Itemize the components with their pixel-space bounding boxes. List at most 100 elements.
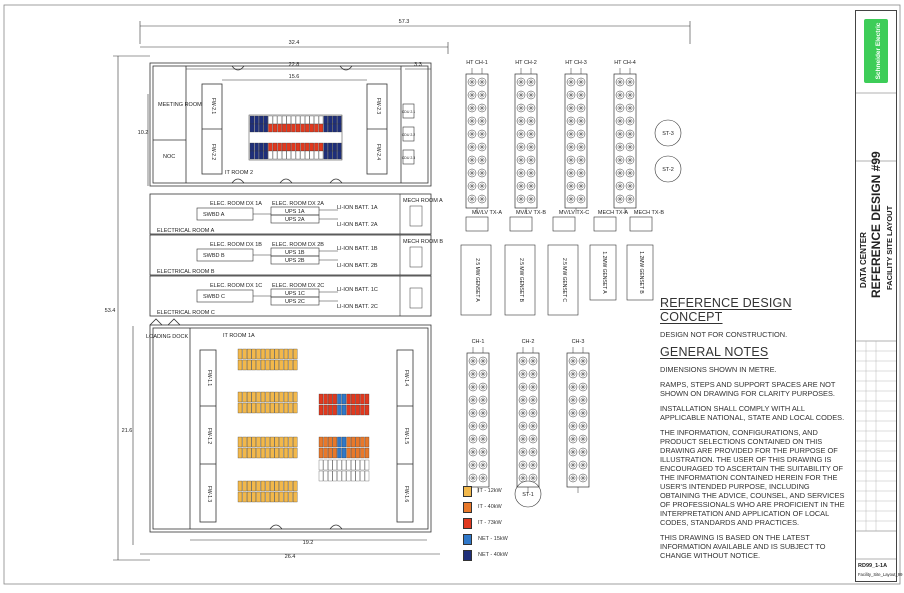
electrical-room	[149, 193, 432, 235]
fan-blade	[479, 118, 485, 124]
rack	[355, 436, 360, 448]
fan-blade	[627, 183, 633, 189]
fan-blade	[578, 157, 584, 163]
legend-label: NET - 40kW	[478, 552, 508, 558]
schneider-logo-icon: Schneider Electric	[864, 19, 888, 83]
rack	[360, 436, 365, 448]
fan-blade	[578, 105, 584, 111]
rack	[279, 348, 284, 360]
rack	[274, 436, 279, 448]
rack	[332, 459, 337, 471]
room-noc: NOC	[163, 154, 175, 160]
cdu-label: CDU 2.2	[402, 133, 415, 137]
rack	[291, 142, 296, 152]
rack	[360, 470, 365, 482]
rack	[318, 447, 324, 459]
fan-blade	[480, 371, 486, 377]
rack	[295, 150, 301, 160]
rack	[288, 436, 293, 448]
rack	[337, 142, 342, 152]
rack	[268, 123, 273, 133]
note-item: THIS DRAWING IS BASED ON THE LATEST INFO…	[660, 533, 826, 560]
rack	[288, 402, 293, 414]
rack	[351, 393, 356, 405]
rack	[247, 480, 252, 492]
transformer-label: MECH TX-A	[598, 210, 628, 216]
it1-rack-rows	[237, 348, 370, 503]
fan-blade	[469, 196, 475, 202]
fan-blade	[617, 79, 623, 85]
rack	[305, 115, 310, 125]
rack	[279, 447, 284, 459]
genset-box	[504, 244, 536, 316]
dimension-lines	[113, 21, 691, 561]
fan-blade	[520, 384, 526, 390]
rack	[337, 436, 342, 448]
title-block: Schneider Electric	[855, 10, 897, 582]
rack	[355, 447, 360, 459]
rack	[291, 150, 296, 160]
legend-label: IT - 73kW	[478, 520, 502, 526]
rack	[318, 436, 324, 448]
room-it2: IT ROOM 2	[225, 170, 253, 176]
rack	[274, 348, 279, 360]
fan-blade	[528, 183, 534, 189]
rack	[314, 142, 319, 152]
fan-blade	[568, 196, 574, 202]
chiller-label: CH-1	[472, 339, 485, 345]
rack	[300, 150, 305, 160]
ups-label: UPS 2A	[285, 217, 305, 223]
rack	[332, 115, 337, 125]
dim-it2-outer: 22.8	[289, 62, 300, 68]
fan-wall-label: FW-1.4	[403, 370, 409, 387]
legend-item: NET - 40kW	[463, 547, 533, 563]
rack	[360, 459, 365, 471]
rack	[332, 142, 337, 152]
rack	[283, 447, 289, 459]
cdu-label: CDU 2.3	[402, 156, 415, 160]
rack	[242, 402, 247, 414]
rack	[256, 348, 261, 360]
concept-heading: REFERENCE DESIGN CONCEPT	[660, 296, 792, 324]
rack	[323, 142, 328, 152]
swbd-label: SWBD B	[203, 253, 225, 259]
rack	[328, 447, 333, 459]
fan-blade	[479, 144, 485, 150]
rack	[337, 150, 342, 160]
fan-blade	[518, 118, 524, 124]
fan-blade	[530, 449, 536, 455]
rack	[283, 436, 289, 448]
fan-wall-label: FW-2.3	[375, 98, 381, 115]
rack	[256, 447, 261, 459]
fan-blade	[520, 462, 526, 468]
fan-blade	[469, 157, 475, 163]
fan-blade	[617, 131, 623, 137]
chiller-label: CH-3	[572, 339, 585, 345]
ht-chiller-label: HT CH-3	[565, 60, 587, 66]
rack	[360, 447, 365, 459]
rack	[283, 391, 289, 403]
ht-chiller-label: HT CH-2	[515, 60, 537, 66]
rack	[332, 447, 337, 459]
fan-blade	[580, 410, 586, 416]
fan-blade	[528, 118, 534, 124]
fan-blade	[570, 462, 576, 468]
rack	[293, 348, 298, 360]
fan-blade	[479, 183, 485, 189]
ht-chiller-label: HT CH-1	[466, 60, 488, 66]
rack	[265, 491, 270, 503]
drawing-number: RD99_1-1A	[858, 563, 888, 569]
fan-blade	[530, 371, 536, 377]
rack	[318, 470, 324, 482]
transformer-box	[593, 216, 617, 232]
fan-blade	[469, 170, 475, 176]
fan-blade	[469, 131, 475, 137]
rack	[360, 393, 365, 405]
it1-fan-walls: FW-1.1FW-1.2FW-1.3FW-1.4FW-1.5FW-1.6	[206, 370, 409, 503]
rack	[274, 359, 279, 371]
rack	[272, 123, 278, 133]
fan-blade	[580, 397, 586, 403]
fan-blade	[470, 436, 476, 442]
